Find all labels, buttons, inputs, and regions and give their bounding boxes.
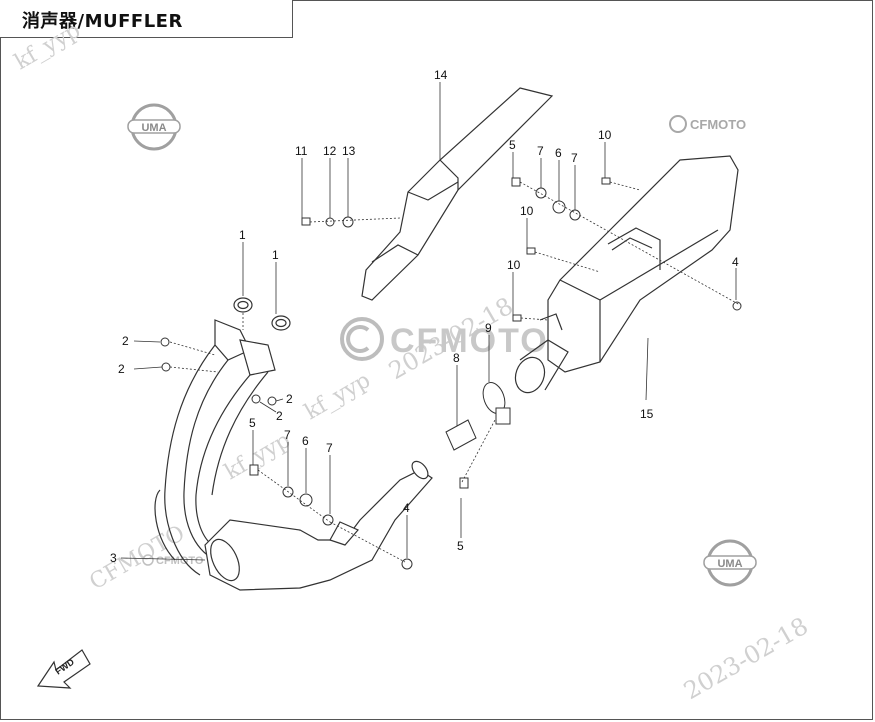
callout-9: 9 (485, 321, 492, 335)
callout-7: 7 (537, 144, 544, 158)
muffler (514, 155, 739, 394)
callout-2: 2 (122, 334, 129, 348)
uma-logo-text: UMA (717, 558, 742, 570)
leader-lines (120, 82, 741, 563)
callout-4: 4 (403, 501, 410, 515)
page-title: 消声器/MUFFLER (22, 11, 183, 32)
watermark-user: kf_yyp (11, 18, 85, 75)
callout-numbers: 1 1 2 2 2 2 3 4 4 5 5 5 6 6 7 7 7 7 8 9 … (110, 68, 739, 565)
title-box: 消声器/MUFFLER (0, 0, 293, 38)
callout-10: 10 (507, 258, 521, 272)
cfmoto-logo-lower-left: CFMOTO (142, 554, 204, 567)
uma-logo-top: UMA (127, 103, 181, 151)
callout-10: 10 (520, 204, 534, 218)
fwd-arrow: FWD (36, 649, 91, 689)
callout-5: 5 (457, 539, 464, 553)
watermark-user: kf_yyp (301, 368, 375, 425)
heat-shield (361, 87, 554, 301)
callout-6: 6 (302, 434, 309, 448)
callout-5: 5 (249, 416, 256, 430)
cfmoto-logo-text: CFMOTO (156, 555, 204, 567)
callout-14: 14 (434, 68, 448, 82)
hardware (160, 177, 742, 570)
exhaust-header-pipes (154, 319, 276, 576)
callout-2: 2 (286, 392, 293, 406)
cfmoto-logo-large: CFMOTO (340, 317, 549, 361)
watermark-date: 2023-02-18 (679, 612, 813, 705)
callout-5: 5 (509, 138, 516, 152)
gaskets (233, 297, 291, 331)
callout-7: 7 (284, 428, 291, 442)
callout-3: 3 (110, 551, 117, 565)
uma-logo-text: UMA (141, 122, 166, 134)
cfmoto-logo-small: CFMOTO (669, 115, 746, 133)
callout-7: 7 (571, 151, 578, 165)
cfmoto-logo-text: CFMOTO (390, 322, 549, 360)
callout-12: 12 (323, 144, 337, 158)
callout-15: 15 (640, 407, 654, 421)
callout-1: 1 (239, 228, 246, 242)
uma-logo-bottom: UMA (703, 539, 757, 587)
callout-13: 13 (342, 144, 356, 158)
callout-2: 2 (276, 409, 283, 423)
callout-6: 6 (555, 146, 562, 160)
callout-1: 1 (272, 248, 279, 262)
catalyst-chamber (204, 460, 433, 591)
callout-4: 4 (732, 255, 739, 269)
callout-8: 8 (453, 351, 460, 365)
callout-2: 2 (118, 362, 125, 376)
callout-10: 10 (598, 128, 612, 142)
cfmoto-logo-text: CFMOTO (690, 117, 746, 132)
callout-7: 7 (326, 441, 333, 455)
callout-11: 11 (295, 144, 308, 158)
